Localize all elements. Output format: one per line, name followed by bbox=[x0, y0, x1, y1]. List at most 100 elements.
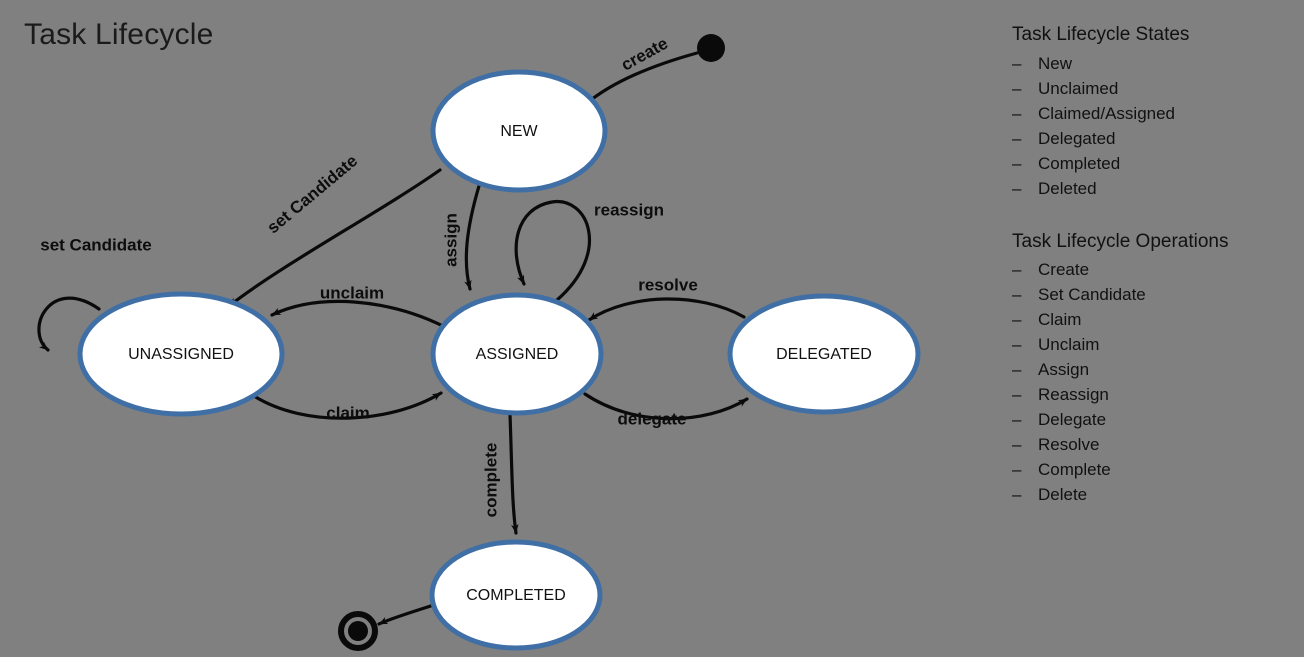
edge-label-unclaim: unclaim bbox=[320, 283, 384, 302]
legend-list-operations: – Create – Set Candidate – Claim – Uncla… bbox=[1012, 257, 1304, 507]
edge-path-unclaim bbox=[270, 299, 445, 328]
legend-item-label: Claimed/Assigned bbox=[1038, 103, 1176, 123]
transition-resolve: resolve bbox=[587, 275, 746, 322]
transition-set-candidate-self: set Candidate bbox=[37, 235, 152, 352]
legend-dash-icon: – bbox=[1012, 103, 1022, 123]
legend-dash-icon: – bbox=[1012, 78, 1022, 98]
state-node-unassigned[interactable]: UNASSIGNED bbox=[77, 291, 285, 417]
final-state-dot bbox=[348, 621, 368, 641]
legend-item-label: Delete bbox=[1038, 485, 1088, 505]
state-node-delegated[interactable]: DELEGATED bbox=[727, 293, 921, 415]
legend-item-operation: – Delete bbox=[1012, 482, 1304, 507]
edge-path-resolve bbox=[587, 297, 746, 322]
legend-item-operation: – Unclaim bbox=[1012, 332, 1304, 357]
edge-path-reassign bbox=[514, 200, 592, 302]
legend-item-label: Set Candidate bbox=[1038, 285, 1146, 305]
legend-item-label: Claim bbox=[1038, 310, 1082, 330]
legend-item-state: – Delegated bbox=[1012, 126, 1304, 151]
legend-dash-icon: – bbox=[1012, 128, 1022, 148]
final-state-marker bbox=[338, 611, 378, 651]
legend-dash-icon: – bbox=[1012, 53, 1022, 73]
edge-label-set-candidate: set Candidate bbox=[264, 151, 362, 237]
edge-label-create: create bbox=[618, 34, 671, 75]
legend-dash-icon: – bbox=[1012, 335, 1022, 355]
legend-item-operation: – Assign bbox=[1012, 357, 1304, 382]
legend-item-label: Deleted bbox=[1038, 178, 1097, 198]
legend-heading-states: Task Lifecycle States bbox=[1012, 24, 1190, 45]
edge-path-set-candidate bbox=[227, 168, 442, 308]
legend-dash-icon: – bbox=[1012, 153, 1022, 173]
transition-unclaim: unclaim bbox=[270, 283, 445, 328]
state-ellipse-completed bbox=[429, 539, 603, 651]
legend-item-label: Unclaim bbox=[1038, 335, 1100, 355]
legend-dash-icon: – bbox=[1012, 485, 1022, 505]
legend-list-states: – New – Unclaimed – Claimed/Assigned – D… bbox=[1012, 51, 1304, 201]
legend-item-operation: – Complete bbox=[1012, 457, 1304, 482]
legend-item-operation: – Delegate bbox=[1012, 407, 1304, 432]
legend-item-label: Assign bbox=[1038, 360, 1090, 380]
state-node-new[interactable]: NEW bbox=[430, 69, 608, 193]
legend-item-state: – Deleted bbox=[1012, 176, 1304, 201]
legend-item-operation: – Create bbox=[1012, 257, 1304, 282]
edge-path-assign bbox=[464, 184, 481, 291]
transition-reassign: reassign bbox=[514, 200, 664, 302]
transition-end bbox=[377, 602, 439, 626]
initial-state-marker bbox=[697, 34, 725, 62]
legend-dash-icon: – bbox=[1012, 260, 1022, 280]
edge-path-complete bbox=[508, 412, 519, 535]
transition-create: create bbox=[584, 34, 699, 106]
legend-item-label: Resolve bbox=[1038, 435, 1100, 455]
legend-heading-operations: Task Lifecycle Operations bbox=[1012, 230, 1229, 252]
state-label-delegated: DELEGATED bbox=[776, 346, 872, 363]
state-ellipse-new bbox=[430, 69, 608, 193]
edge-path-create bbox=[584, 51, 699, 106]
legend-item-label: Create bbox=[1038, 260, 1090, 280]
state-ellipse-assigned bbox=[430, 292, 604, 416]
legend-item-label: Completed bbox=[1038, 153, 1121, 173]
edge-label-set-candidate-self: set Candidate bbox=[40, 235, 151, 254]
legend-item-label: Delegated bbox=[1038, 128, 1116, 148]
legend-item-label: Unclaimed bbox=[1038, 78, 1119, 98]
edge-label-assign: assign bbox=[441, 213, 460, 267]
legend-item-label: New bbox=[1038, 53, 1073, 73]
legend-dash-icon: – bbox=[1012, 178, 1022, 198]
edge-label-complete: complete bbox=[481, 443, 500, 518]
state-ellipse-delegated bbox=[727, 293, 921, 415]
legend-block-operations: Task Lifecycle Operations – Create – Set… bbox=[1012, 229, 1304, 508]
transition-delegate: delegate bbox=[583, 392, 749, 428]
edge-label-reassign: reassign bbox=[594, 200, 664, 219]
state-node-completed[interactable]: COMPLETED bbox=[429, 539, 603, 651]
legend-dash-icon: – bbox=[1012, 435, 1022, 455]
state-label-new: NEW bbox=[500, 123, 538, 140]
state-ellipse-unassigned bbox=[77, 291, 285, 417]
state-machine-graph: create set Candidate set Candidate assig… bbox=[37, 34, 921, 651]
final-state-ring bbox=[338, 611, 378, 651]
state-node-assigned[interactable]: ASSIGNED bbox=[430, 292, 604, 416]
page-title: Task Lifecycle bbox=[24, 18, 214, 51]
edge-label-resolve: resolve bbox=[638, 275, 698, 294]
legend-dash-icon: – bbox=[1012, 460, 1022, 480]
state-label-assigned: ASSIGNED bbox=[476, 346, 559, 363]
legend-dash-icon: – bbox=[1012, 285, 1022, 305]
legend-dash-icon: – bbox=[1012, 360, 1022, 380]
legend-block-states: Task Lifecycle States – New – Unclaimed … bbox=[1012, 22, 1304, 201]
transition-assign: assign bbox=[441, 184, 481, 291]
edge-path-set-candidate-self bbox=[37, 296, 101, 352]
legend-item-label: Complete bbox=[1038, 460, 1111, 480]
legend-item-operation: – Set Candidate bbox=[1012, 282, 1304, 307]
legend-item-operation: – Resolve bbox=[1012, 432, 1304, 457]
edge-label-claim: claim bbox=[326, 403, 369, 422]
legend-dash-icon: – bbox=[1012, 385, 1022, 405]
transition-complete: complete bbox=[481, 412, 519, 535]
transition-claim: claim bbox=[252, 391, 443, 422]
edge-path-end bbox=[377, 602, 439, 626]
legend-item-operation: – Claim bbox=[1012, 307, 1304, 332]
legend-item-label: Delegate bbox=[1038, 410, 1107, 430]
edge-path-claim bbox=[252, 391, 443, 420]
legend-panel: Task Lifecycle States – New – Unclaimed … bbox=[1012, 22, 1304, 507]
legend-item-label: Reassign bbox=[1038, 385, 1109, 405]
legend-dash-icon: – bbox=[1012, 410, 1022, 430]
legend-item-state: – New bbox=[1012, 51, 1304, 76]
legend-dash-icon: – bbox=[1012, 310, 1022, 330]
